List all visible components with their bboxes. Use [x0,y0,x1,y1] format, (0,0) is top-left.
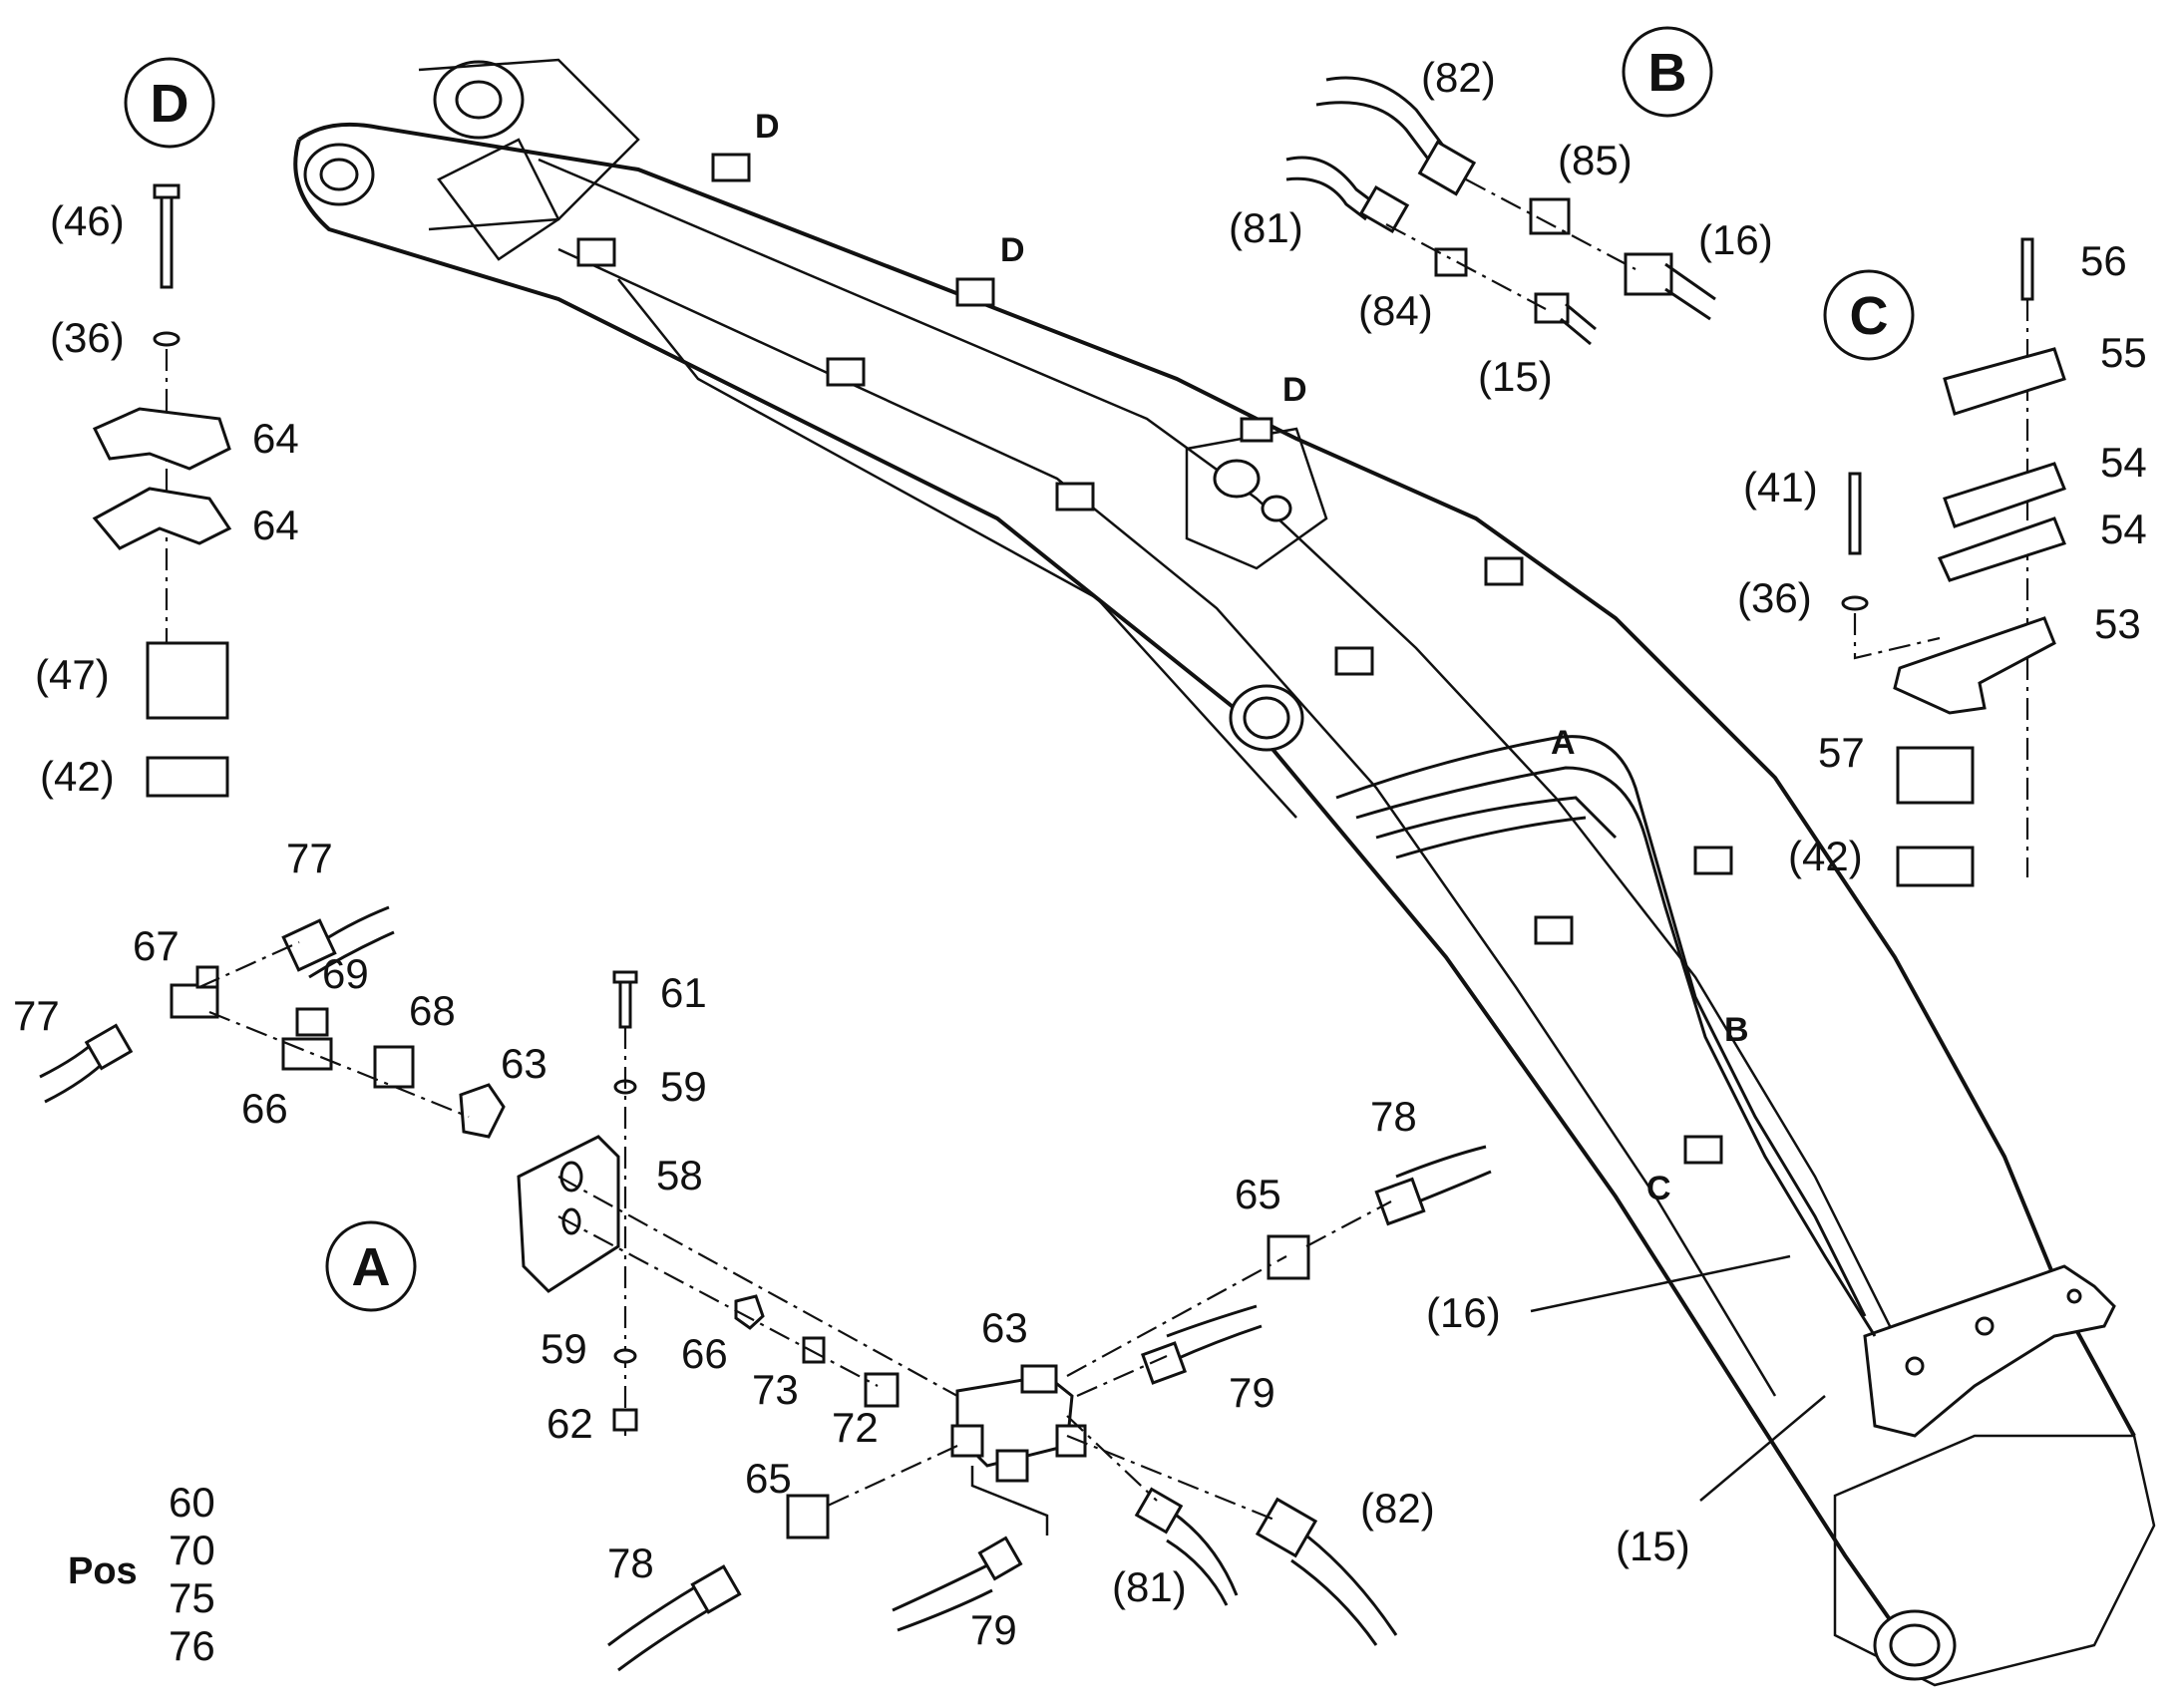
label-a-78a: 78 [1370,1093,1417,1140]
svg-text:B: B [1648,43,1687,103]
pos-item: 60 [169,1479,215,1526]
label-a-81: (81) [1112,1563,1187,1610]
pos-label: Pos [68,1550,138,1592]
boom-mark-d1: D [755,108,780,146]
boom-mark-c: C [1646,1170,1671,1207]
pos-item: 70 [169,1527,215,1573]
label-b-85: (85) [1558,137,1633,183]
label-a-61: 61 [660,969,707,1016]
label-c-56: 56 [2080,237,2127,284]
detail-a-group [39,905,1492,1672]
label-c-54b: 54 [2100,506,2147,552]
label-a-82: (82) [1360,1485,1435,1532]
label-d-47: (47) [35,651,110,698]
label-a-79a: 79 [1229,1369,1275,1416]
label-d-46: (46) [50,197,125,244]
label-a-58: 58 [656,1152,703,1198]
callout-d: D [124,57,215,149]
label-a-63b: 63 [981,1304,1028,1351]
label-b-15: (15) [1478,353,1553,400]
label-a-78b: 78 [607,1539,654,1586]
label-a-67: 67 [133,922,180,969]
label-b-81: (81) [1229,204,1303,251]
label-a-77b: 77 [13,992,60,1039]
boom-arm-drawing [293,58,2156,1687]
label-c-36: (36) [1737,574,1812,621]
label-a-66b: 66 [681,1330,728,1377]
label-c-55: 55 [2100,329,2147,376]
label-c-54a: 54 [2100,439,2147,486]
pos-item: 76 [169,1622,215,1669]
label-a-59b: 59 [541,1325,587,1372]
label-a-62: 62 [546,1400,593,1447]
clamp-detail-d2 [955,277,995,307]
callout-a: A [325,1220,417,1312]
detail-d-group [92,183,232,798]
label-c-53: 53 [2094,600,2141,647]
label-d-42: (42) [40,753,115,800]
label-a-72: 72 [832,1404,879,1451]
label-a-63a: 63 [501,1040,547,1087]
label-b-84: (84) [1358,287,1433,334]
label-c-42: (42) [1788,833,1863,879]
label-d-64a: 64 [252,415,299,462]
label-d-36: (36) [50,314,125,361]
label-b-82: (82) [1421,54,1496,101]
label-c-41: (41) [1743,464,1818,511]
pos-list: Pos 60 70 75 76 [68,1479,215,1669]
clamp-detail-d1 [711,153,751,182]
boom-mark-b: B [1724,1011,1749,1049]
boom-mark-d3: D [1282,371,1307,409]
clamp-detail-d3 [1240,417,1273,443]
detail-c-group [1841,237,2066,887]
label-main-16: (16) [1426,1289,1501,1336]
label-c-57: 57 [1818,729,1865,776]
detail-b-group [1285,76,1716,346]
label-main-15: (15) [1616,1523,1690,1569]
callout-b: B [1622,26,1713,118]
callout-c: C [1823,269,1915,361]
boom-mark-a: A [1551,724,1576,762]
label-a-79b: 79 [970,1606,1017,1653]
label-a-66a: 66 [241,1085,288,1132]
label-a-59a: 59 [660,1063,707,1110]
svg-text:D: D [151,74,189,134]
svg-text:A: A [352,1237,391,1297]
boom-mark-d2: D [1000,231,1025,269]
label-d-64b: 64 [252,502,299,548]
label-a-65a: 65 [1235,1171,1281,1217]
label-a-77a: 77 [286,835,333,881]
pos-item: 75 [169,1574,215,1621]
label-b-16: (16) [1698,216,1773,263]
label-a-73: 73 [752,1366,799,1413]
label-a-69: 69 [322,950,369,997]
label-a-68: 68 [409,987,456,1034]
label-a-65b: 65 [745,1455,792,1502]
svg-text:C: C [1850,286,1889,346]
